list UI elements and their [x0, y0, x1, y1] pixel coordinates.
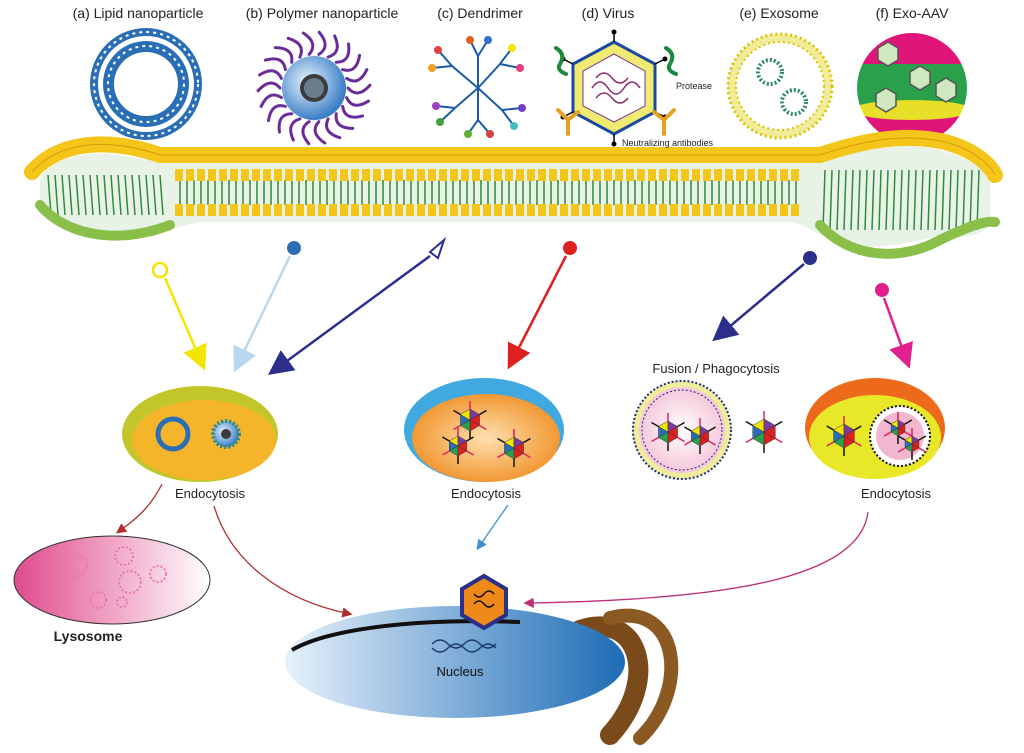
title-virus: (d) Virus [582, 5, 635, 21]
dendrimer-marker [428, 236, 447, 260]
exosome-marker [803, 251, 817, 265]
exosome-icon [726, 32, 834, 140]
virus-icon [554, 29, 678, 147]
title-exo-aav: (f) Exo-AAV [876, 5, 950, 21]
title-polymer-nanoparticle: (b) Polymer nanoparticle [246, 5, 399, 21]
endosome-left [122, 386, 278, 482]
polymer-marker [287, 241, 301, 255]
title-dendrimer: (c) Dendrimer [437, 5, 523, 21]
endocytosis-left-label: Endocytosis [175, 486, 246, 501]
nucleus-label: Nucleus [437, 664, 484, 679]
virus-marker [563, 241, 577, 255]
trafficking-arrows [115, 483, 869, 618]
lysosome [13, 535, 211, 625]
lipid-marker [151, 261, 169, 279]
endosome-right [805, 378, 945, 479]
fusion-vesicle [632, 380, 732, 480]
free-virus [745, 411, 783, 453]
endocytosis-right-label: Endocytosis [861, 486, 932, 501]
lysosome-label: Lysosome [54, 628, 123, 644]
title-lipid-nanoparticle: (a) Lipid nanoparticle [73, 5, 204, 21]
exo-aav-icon [855, 31, 969, 145]
antibodies-label: Neutralizing antibodies [622, 138, 714, 148]
protease-label: Protease [676, 81, 712, 91]
endosome-middle [404, 378, 564, 482]
endocytosis-middle-label: Endocytosis [451, 486, 522, 501]
uptake-arrows [151, 236, 913, 375]
exo-aav-marker [875, 283, 889, 297]
lipid-nanoparticle-icon [90, 28, 202, 140]
polymer-nanoparticle-icon [256, 30, 372, 146]
title-exosome: (e) Exosome [739, 5, 819, 21]
cell-membrane [24, 129, 1003, 259]
nucleus [285, 606, 679, 745]
fusion-label: Fusion / Phagocytosis [652, 361, 780, 376]
aav-capsid-icon [460, 573, 508, 631]
dendrimer-icon [428, 36, 526, 138]
